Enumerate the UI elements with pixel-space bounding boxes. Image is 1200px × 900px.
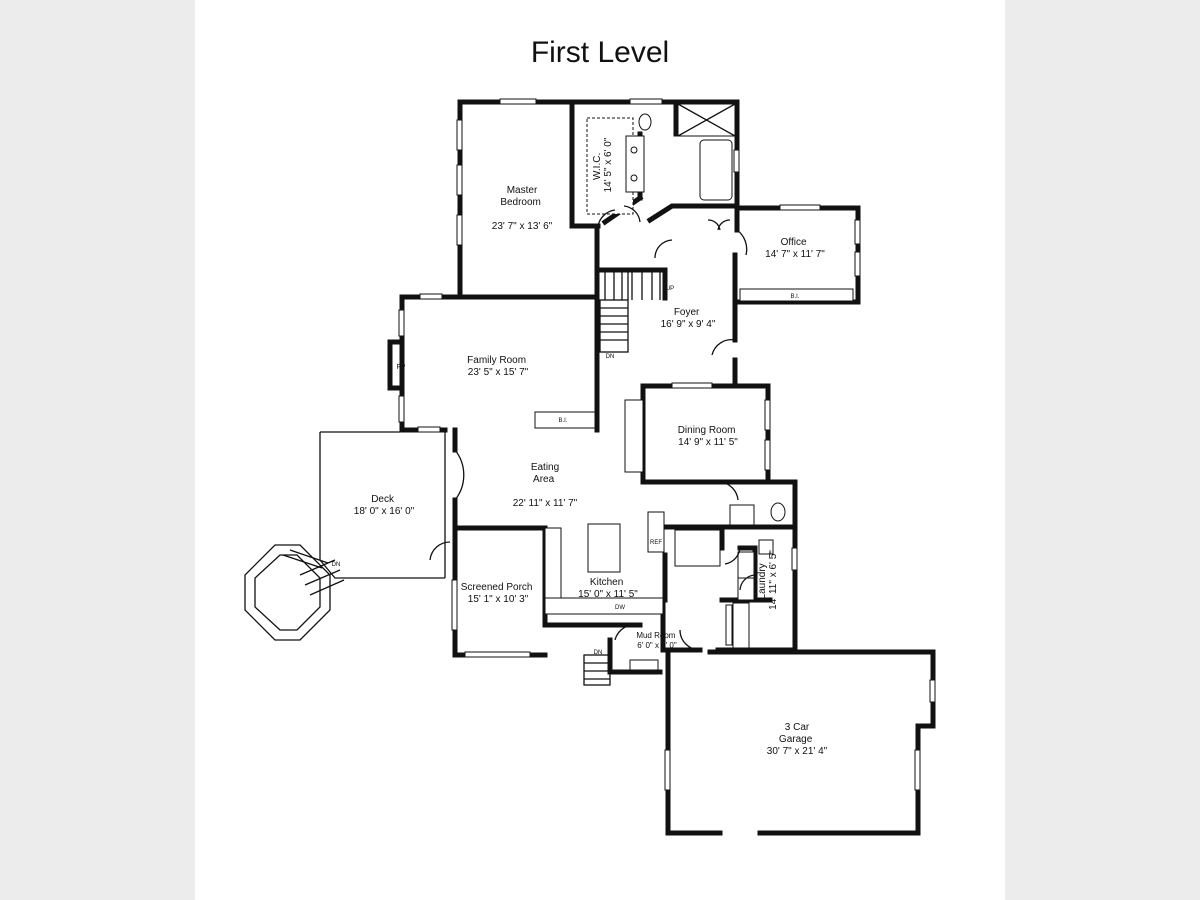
room-dims: 14' 5" x 6' 0"	[603, 137, 614, 192]
deck-stair-down-label: DN	[332, 562, 341, 568]
doors	[429, 205, 756, 651]
room-name: W.I.C.	[592, 153, 603, 180]
annotation-labels: FP B.I. B.I. UP DN DN DN REF DW	[332, 286, 800, 656]
room-label-screened-porch: Screened Porch 15' 1" x 10' 3"	[461, 582, 536, 605]
dishwasher-label: DW	[615, 605, 625, 611]
room-name: Laundry	[757, 563, 768, 599]
room-dims: 23' 5" x 15' 7"	[468, 367, 529, 378]
room-name: 3 Car	[785, 722, 810, 733]
stair-up-label: UP	[666, 286, 674, 292]
room-label-dining-room: Dining Room 14' 9" x 11' 5"	[678, 425, 739, 448]
room-name-line: Bedroom	[500, 197, 541, 208]
room-name: Foyer	[674, 307, 700, 318]
deck-structure	[244, 430, 446, 641]
built-in-label-family: B.I.	[558, 418, 567, 424]
room-dims: 14' 7" x 11' 7"	[765, 249, 825, 260]
room-name: Screened Porch	[461, 582, 533, 593]
stair-down-label: DN	[606, 354, 615, 360]
room-label-laundry: Laundry 14' 11" x 6' 5"	[757, 550, 779, 610]
room-name: Dining Room	[678, 425, 736, 436]
fixtures	[534, 103, 854, 671]
walls	[387, 99, 936, 836]
room-label-office: Office 14' 7" x 11' 7"	[765, 237, 825, 260]
stairs	[583, 272, 661, 686]
room-name: Office	[781, 237, 807, 248]
room-name: Deck	[371, 494, 395, 505]
built-in-label-office: B.I.	[790, 294, 799, 300]
room-dims: 23' 7" x 13' 6"	[492, 221, 553, 232]
room-dims: 18' 0" x 16' 0"	[354, 506, 415, 517]
porch-stair-down-label: DN	[594, 650, 603, 656]
room-dims: 15' 0" x 11' 5"	[578, 589, 638, 600]
room-name: Mud Room	[636, 631, 675, 640]
room-dims: 30' 7" x 21' 4"	[767, 746, 828, 757]
room-name-line: Garage	[779, 734, 813, 745]
room-dims: 6' 0" x 6' 0"	[637, 641, 677, 650]
room-name: Kitchen	[590, 577, 623, 588]
room-label-family-room: Family Room 23' 5" x 15' 7"	[467, 355, 529, 378]
refrigerator-label: REF	[650, 540, 662, 546]
room-label-kitchen: Kitchen 15' 0" x 11' 5"	[578, 577, 638, 600]
plan-title: First Level	[530, 36, 670, 69]
room-dims: 15' 1" x 10' 3"	[468, 594, 529, 605]
room-label-deck: Deck 18' 0" x 16' 0"	[354, 494, 415, 517]
room-dims: 22' 11" x 11' 7"	[513, 498, 578, 509]
room-label-mud-room: Mud Room 6' 0" x 6' 0"	[636, 631, 677, 650]
room-name-line: Area	[533, 474, 555, 485]
room-name: Family Room	[467, 355, 526, 366]
room-label-foyer: Foyer 16' 9" x 9' 4"	[661, 307, 716, 330]
fireplace-label: FP	[397, 364, 406, 371]
windows	[398, 98, 936, 791]
room-name: Master	[507, 185, 538, 196]
room-dims: 16' 9" x 9' 4"	[661, 319, 716, 330]
room-dims: 14' 11" x 6' 5"	[768, 550, 779, 610]
room-label-wic: W.I.C. 14' 5" x 6' 0"	[592, 137, 614, 192]
room-dims: 14' 9" x 11' 5"	[678, 437, 738, 448]
room-name: Eating	[531, 462, 559, 473]
